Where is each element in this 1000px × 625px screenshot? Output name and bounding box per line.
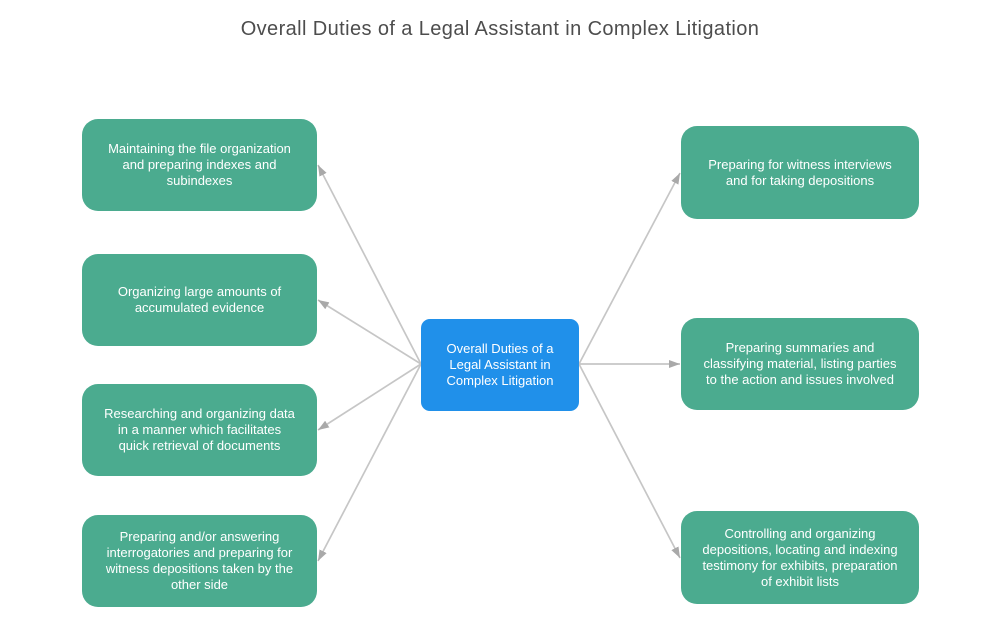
node-label: Preparing for witness interviews and for… [708, 156, 892, 188]
connector-center-to-evidence-organization [317, 299, 422, 365]
node-label: Maintaining the file organization and pr… [108, 141, 291, 188]
diagram-title: Overall Duties of a Legal Assistant in C… [240, 18, 760, 40]
node-label: Preparing and/or answering interrogatori… [105, 529, 294, 592]
node-central-topic: Overall Duties of a Legal Assistant in C… [421, 319, 579, 411]
node-label: Controlling and organizing depositions, … [702, 525, 898, 589]
node-summaries-classification: Preparing summaries and classifying mate… [681, 318, 919, 410]
node-file-organization: Maintaining the file organization and pr… [82, 119, 317, 211]
connector-center-to-interrogatories [317, 363, 422, 562]
connector-center-to-depositions-control [578, 363, 681, 559]
node-label: Organizing large amounts of accumulated … [117, 284, 282, 315]
node-label: Researching and organizing data in a man… [104, 406, 295, 453]
connector-center-to-data-research [317, 363, 422, 431]
node-evidence-organization: Organizing large amounts of accumulated … [82, 254, 317, 346]
node-interrogatories: Preparing and/or answering interrogatori… [82, 515, 317, 607]
node-label: Preparing summaries and classifying mate… [703, 340, 897, 387]
connector-center-to-file-organization [317, 164, 422, 365]
node-witness-interviews: Preparing for witness interviews and for… [681, 126, 919, 219]
node-data-research: Researching and organizing data in a man… [82, 384, 317, 476]
connector-center-to-witness-interviews [578, 172, 681, 365]
node-depositions-control: Controlling and organizing depositions, … [681, 511, 919, 604]
node-label: Overall Duties of a Legal Assistant in C… [446, 341, 554, 388]
